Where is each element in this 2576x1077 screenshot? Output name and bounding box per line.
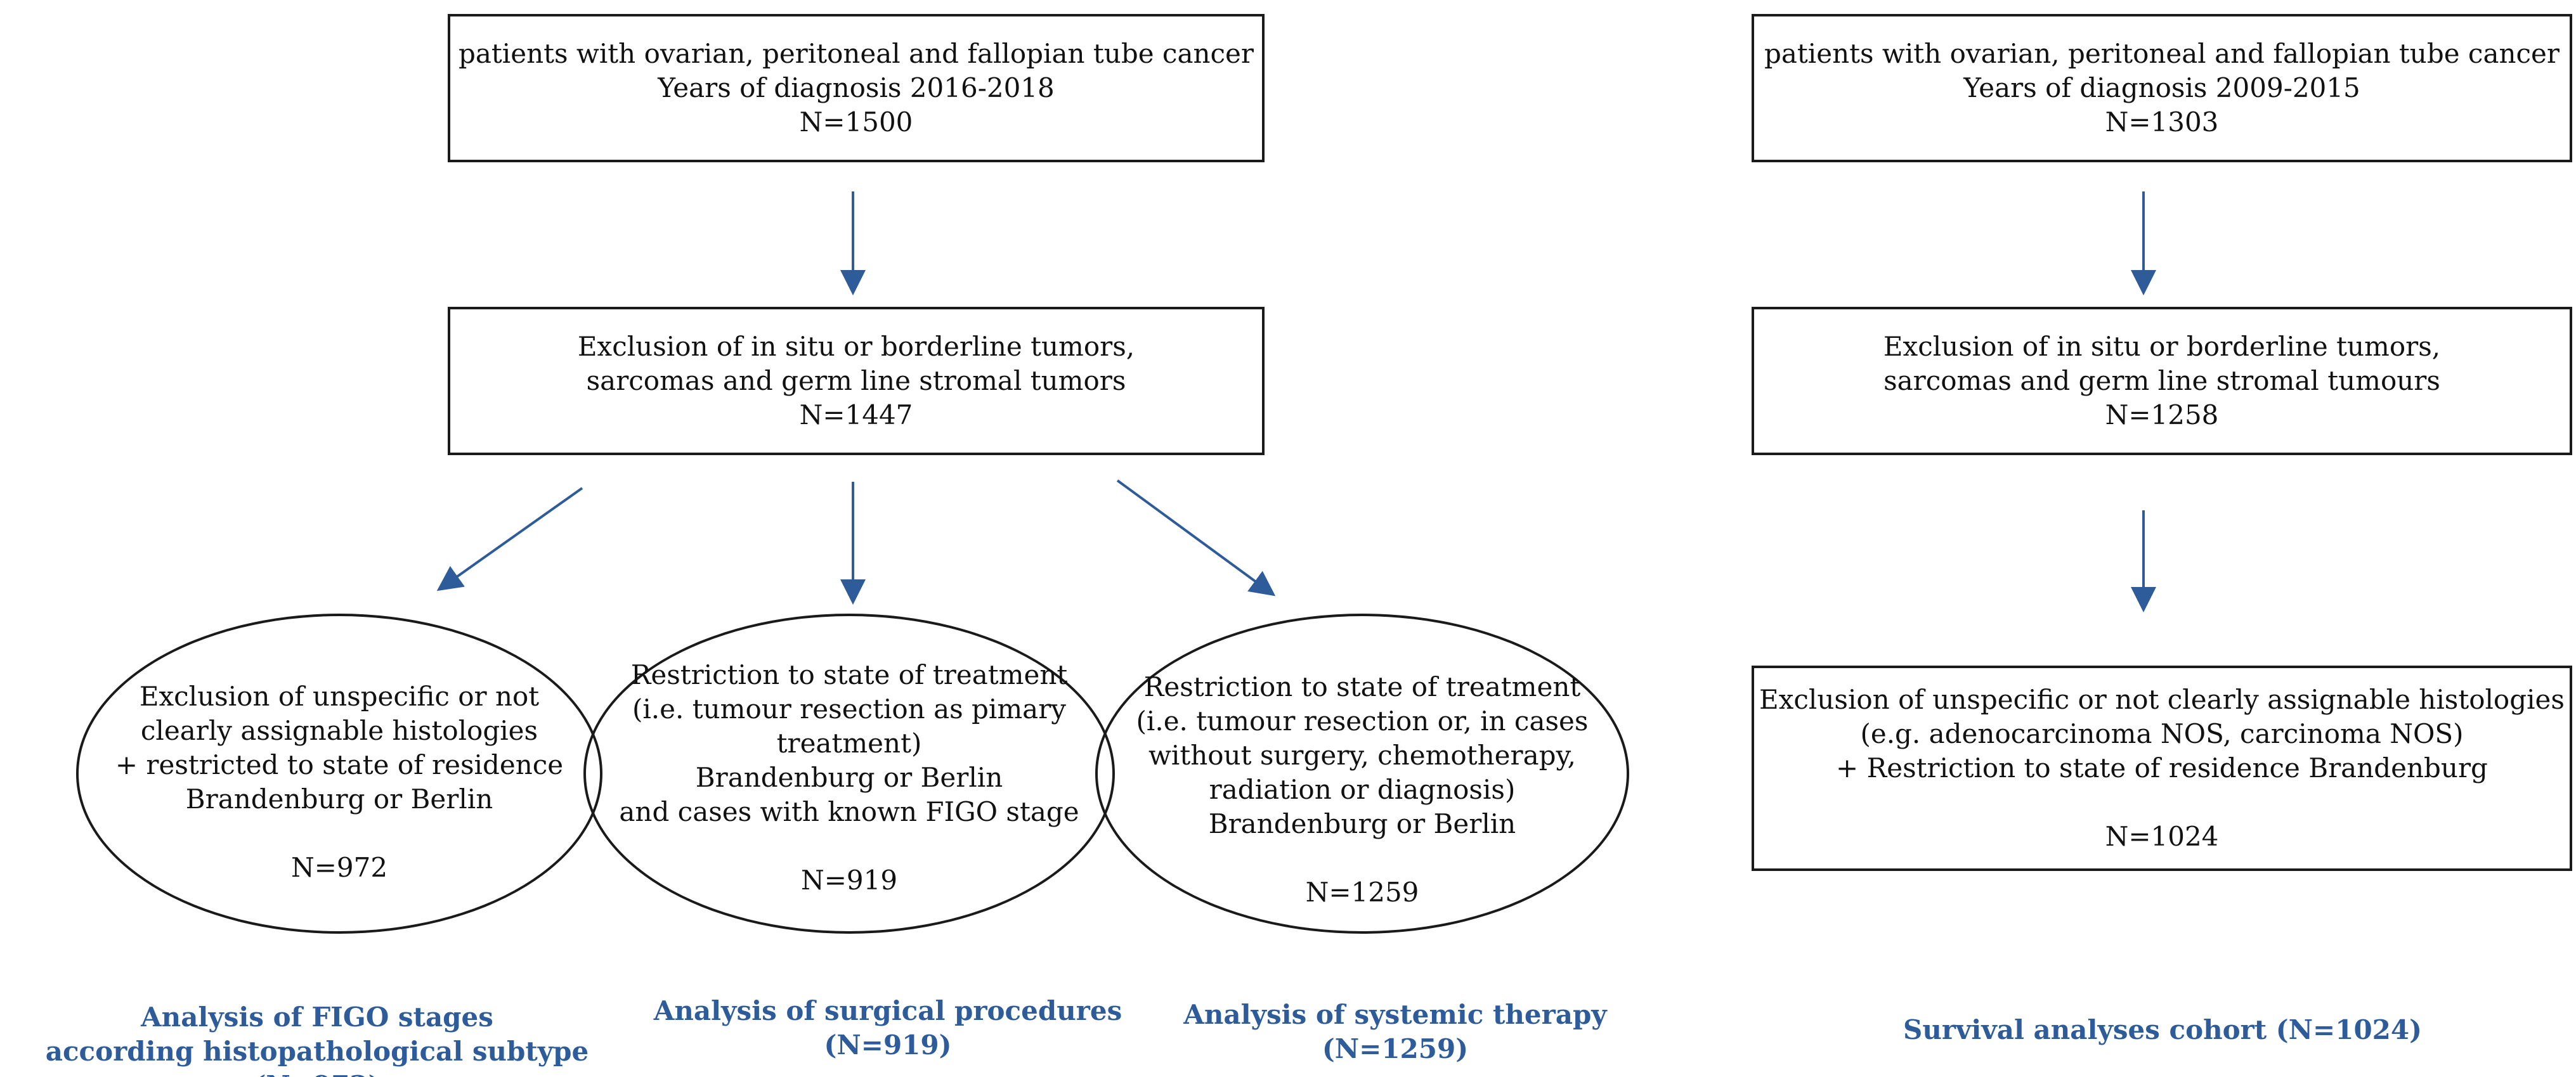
ellipse-figo-line1: Exclusion of unspecific or not (139, 681, 540, 712)
ellipse-figo-line3: + restricted to state of residence (115, 749, 564, 780)
left-exclusion-line1: Exclusion of in situ or borderline tumor… (577, 331, 1135, 362)
right-cohort-box: patients with ovarian, peritoneal and fa… (1752, 14, 2572, 162)
right-cohort-line2: Years of diagnosis 2009-2015 (1963, 72, 2360, 103)
caption-figo-line1: Analysis of FIGO stages (141, 1002, 493, 1033)
right-histology-line3: + Restriction to state of residence Bran… (1836, 752, 2488, 784)
ellipse-figo-line4: Brandenburg or Berlin (185, 784, 493, 815)
ellipse-figo: Exclusion of unspecific or not clearly a… (76, 614, 602, 934)
right-histology-box: Exclusion of unspecific or not clearly a… (1752, 666, 2572, 871)
arrow-box2-to-ellipse3 (1116, 479, 1276, 597)
left-exclusion-line3: N=1447 (799, 399, 913, 430)
ellipse-surgery-line4: Brandenburg or Berlin (695, 762, 1003, 793)
right-histology-line2: (e.g. adenocarcinoma NOS, carcinoma NOS) (1860, 718, 2464, 749)
ellipse-surgery-n: N=919 (800, 865, 898, 896)
right-histology-n: N=1024 (2105, 821, 2219, 852)
right-exclusion-line3: N=1258 (2105, 399, 2219, 430)
caption-surgery-line2: (N=919) (824, 1029, 952, 1061)
ellipse-systemic-line4: radiation or diagnosis) (1209, 774, 1516, 805)
ellipse-systemic-line1: Restriction to state of treatment (1143, 671, 1581, 702)
caption-survival-line: Survival analyses cohort (N=1024) (1903, 1014, 2422, 1045)
left-exclusion-box: Exclusion of in situ or borderline tumor… (448, 307, 1265, 455)
ellipse-surgery-line1: Restriction to state of treatment (630, 659, 1068, 690)
caption-survival: Survival analyses cohort (N=1024) (1839, 1013, 2486, 1047)
left-cohort-line1: patients with ovarian, peritoneal and fa… (459, 38, 1254, 69)
ellipse-systemic-n: N=1259 (1305, 877, 1419, 908)
right-histology-line1: Exclusion of unspecific or not clearly a… (1759, 684, 2565, 715)
caption-surgery-line1: Analysis of surgical procedures (653, 995, 1122, 1026)
right-exclusion-box: Exclusion of in situ or borderline tumor… (1752, 307, 2572, 455)
caption-systemic-line1: Analysis of systemic therapy (1183, 999, 1607, 1030)
caption-surgery: Analysis of surgical procedures (N=919) (634, 994, 1142, 1062)
caption-figo: Analysis of FIGO stages according histop… (0, 1000, 634, 1077)
arrow-box2-to-ellipse1 (436, 487, 583, 591)
right-cohort-line3: N=1303 (2105, 106, 2219, 138)
left-exclusion-line2: sarcomas and germ line stromal tumors (586, 365, 1126, 396)
caption-systemic-line2: (N=1259) (1322, 1033, 1469, 1064)
ellipse-surgery-line3: treatment) (776, 728, 922, 759)
right-exclusion-line1: Exclusion of in situ or borderline tumor… (1883, 331, 2441, 362)
ellipse-surgery: Restriction to state of treatment (i.e. … (583, 614, 1115, 934)
ellipse-surgery-line2: (i.e. tumour resection as pimary (632, 693, 1067, 725)
ellipse-figo-n: N=972 (290, 852, 388, 883)
ellipse-systemic: Restriction to state of treatment (i.e. … (1095, 614, 1629, 934)
ellipse-systemic-line3: without surgery, chemotherapy, (1148, 740, 1577, 771)
right-cohort-line1: patients with ovarian, peritoneal and fa… (1764, 38, 2560, 69)
ellipse-figo-line2: clearly assignable histologies (140, 715, 538, 746)
left-cohort-box: patients with ovarian, peritoneal and fa… (448, 14, 1265, 162)
right-exclusion-line2: sarcomas and germ line stromal tumours (1883, 365, 2440, 396)
left-cohort-line2: Years of diagnosis 2016-2018 (658, 72, 1055, 103)
caption-systemic: Analysis of systemic therapy (N=1259) (1142, 998, 1649, 1066)
ellipse-systemic-line2: (i.e. tumour resection or, in cases (1136, 706, 1589, 737)
caption-figo-line2: according histopathological subtype (N=9… (45, 1036, 589, 1077)
ellipse-surgery-line5: and cases with known FIGO stage (619, 796, 1079, 827)
left-cohort-line3: N=1500 (799, 106, 913, 138)
ellipse-systemic-line5: Brandenburg or Berlin (1208, 808, 1516, 839)
